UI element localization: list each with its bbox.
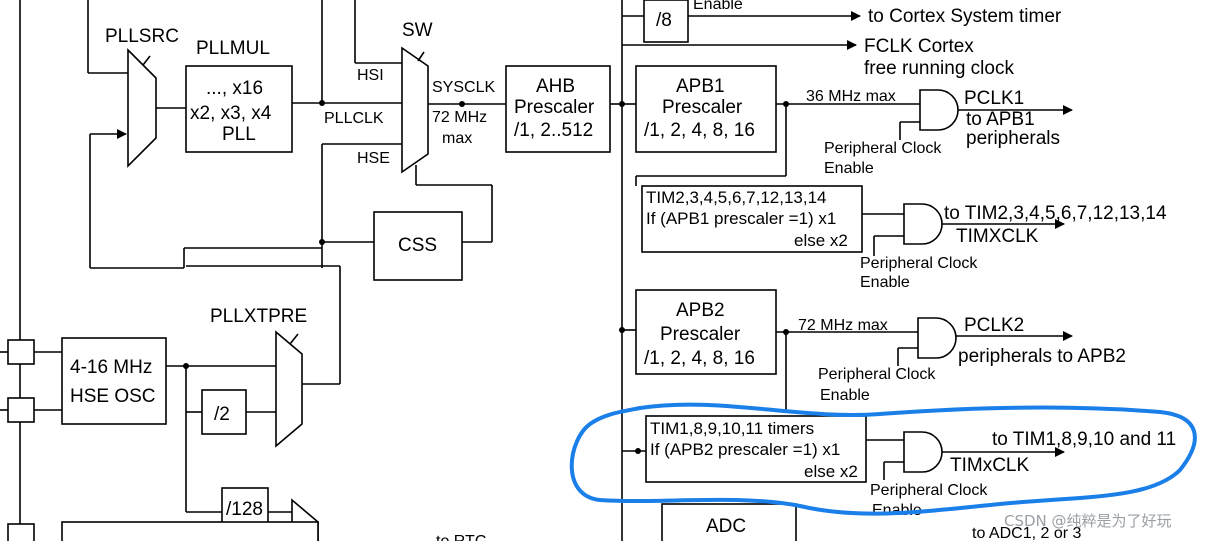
tim1-pclk-en-label: Peripheral Clock	[870, 482, 988, 499]
apb2-max-label: 72 MHz max	[798, 317, 888, 334]
tim2-pclk-en-label2: Enable	[860, 274, 910, 291]
ahb-line2: Prescaler	[514, 97, 595, 118]
hse-osc-line2: HSE OSC	[70, 386, 156, 407]
div128-label: /128	[226, 499, 263, 520]
fclk-sub-label: free running clock	[864, 58, 1014, 79]
css-box	[373, 211, 463, 281]
pll-mul-line1: ..., x16	[206, 78, 263, 99]
pll-mul-line3: PLL	[222, 124, 256, 145]
tim2-pclk-en-label: Peripheral Clock	[860, 255, 978, 272]
adc-box	[661, 503, 797, 541]
apb1-pclk-en-label: Peripheral Clock	[824, 140, 942, 157]
osc-in-pin	[7, 339, 35, 365]
pll-box	[185, 65, 293, 153]
tim1-line3: else x2	[804, 462, 858, 481]
systick-enable-label: Enable	[693, 0, 743, 13]
div8-box	[643, 0, 689, 43]
apb1-line3: /1, 2, 4, 8, 16	[644, 120, 755, 141]
tim2-line3: else x2	[794, 231, 848, 250]
to-apb1-label: to APB1	[966, 109, 1035, 130]
fclk-label: FCLK Cortex	[864, 36, 974, 57]
pclk1-label: PCLK1	[964, 88, 1024, 109]
apb1-max-label: 36 MHz max	[806, 88, 896, 105]
apb1-line2: Prescaler	[662, 97, 743, 118]
timxclk1-label: TIMXCLK	[956, 226, 1039, 247]
apb2-peripherals-label: peripherals to APB2	[958, 346, 1126, 367]
div2-label: /2	[214, 404, 230, 425]
div8-label: /8	[656, 10, 672, 31]
hsi-label: HSI	[357, 67, 384, 84]
pll-mul-line2: x2, x3, x4	[190, 103, 272, 124]
apb1-line1: APB1	[676, 76, 725, 97]
adc-label: ADC	[706, 516, 746, 537]
watermark: CSDN @纯粹是为了好玩	[1004, 512, 1172, 530]
to-rtc-label: to RTC	[436, 533, 486, 541]
to-adc-label: to ADC1, 2 or 3	[972, 525, 1081, 541]
lse-osc-box	[61, 521, 319, 541]
tim2-multiplier-box	[641, 185, 863, 253]
apb1-prescaler-box	[635, 65, 777, 153]
apb2-and-gate	[917, 317, 957, 359]
apb2-line3: /1, 2, 4, 8, 16	[644, 348, 755, 369]
tim1-line1: TIM1,8,9,10,11 timers	[650, 419, 814, 438]
pclk2-label: PCLK2	[964, 315, 1024, 336]
to-tim1-label: to TIM1,8,9,10 and 11	[992, 429, 1176, 450]
pllsrc-label: PLLSRC	[105, 26, 179, 47]
apb2-pclk-en-label2: Enable	[820, 387, 870, 404]
css-label: CSS	[398, 235, 437, 256]
tim2-line1: TIM2,3,4,5,6,7,12,13,14	[646, 188, 827, 207]
apb2-line2: Prescaler	[660, 324, 741, 345]
sw-label: SW	[402, 20, 433, 41]
to-cortex-label: to Cortex System timer	[868, 6, 1062, 27]
tim1-and-gate	[903, 431, 943, 473]
ahb-prescaler-box	[505, 65, 611, 153]
apb1-peripherals-label: peripherals	[966, 128, 1060, 149]
pllxtpre-mux	[275, 330, 303, 448]
highlight-outline	[569, 402, 1197, 516]
apb1-and-gate	[919, 89, 959, 131]
sw-mux	[401, 46, 429, 174]
apb2-pclk-en-label: Peripheral Clock	[818, 366, 936, 383]
sysclk-max-label: max	[442, 130, 472, 147]
ahb-line3: /1, 2..512	[514, 120, 593, 141]
pllclk-label: PLLCLK	[324, 110, 384, 127]
sysclk-mhz-label: 72 MHz	[432, 109, 487, 126]
osc-out-pin	[7, 397, 35, 423]
timxclk2-label: TIMxCLK	[950, 455, 1030, 476]
pllxtpre-label: PLLXTPRE	[210, 306, 307, 327]
apb2-prescaler-box	[635, 289, 777, 375]
pllmul-label: PLLMUL	[196, 38, 270, 59]
sysclk-label: SYSCLK	[432, 79, 495, 96]
to-tim2-label: to TIM2,3,4,5,6,7,12,13,14	[944, 203, 1167, 224]
pllsrc-mux	[127, 48, 157, 168]
hse-osc-box	[61, 337, 167, 425]
apb1-pclk-en-label2: Enable	[824, 160, 874, 177]
hse-label: HSE	[357, 150, 390, 167]
tim1-multiplier-box	[645, 415, 867, 483]
apb2-line1: APB2	[676, 300, 725, 321]
tim2-line2: If (APB1 prescaler =1) x1	[646, 209, 836, 228]
hse-osc-line1: 4-16 MHz	[70, 357, 152, 378]
osc32-pin	[7, 523, 35, 541]
tim2-and-gate	[903, 203, 943, 245]
tim1-line2: If (APB2 prescaler =1) x1	[650, 440, 840, 459]
ahb-line1: AHB	[536, 76, 575, 97]
